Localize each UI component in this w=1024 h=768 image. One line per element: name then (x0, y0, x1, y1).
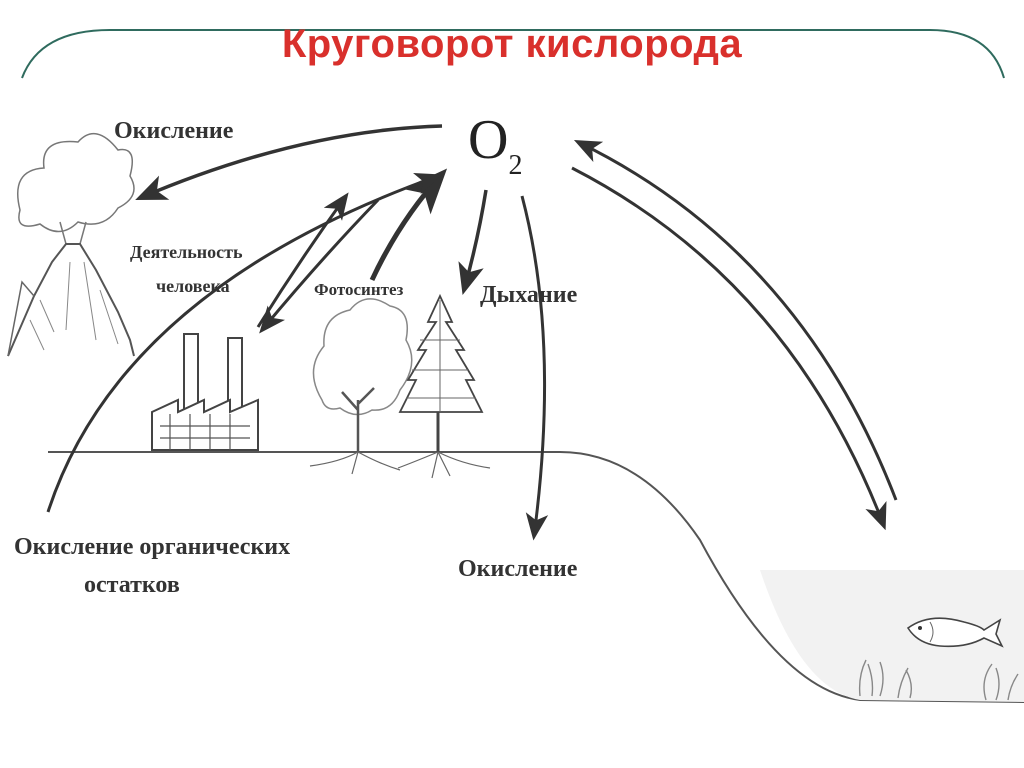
fish-icon (906, 617, 1004, 648)
arrow-human-activity-up (256, 192, 349, 328)
water-body (760, 570, 1024, 702)
oxygen-formula: O2 (468, 108, 523, 182)
volcano-icon (7, 133, 135, 357)
page-title: Круговорот кислорода (281, 22, 743, 66)
label-photosynthesis: Фотосинтез (314, 280, 404, 299)
ground-line (48, 451, 1024, 703)
oxygen-symbol: O (468, 109, 509, 171)
label-organic-oxidation-line2: остатков (84, 572, 180, 598)
arrow-photosynthesis (369, 168, 448, 282)
deciduous-tree-icon (309, 298, 413, 475)
arrow-water-up (573, 140, 898, 501)
oxygen-subscript: 2 (508, 150, 523, 182)
label-respiration: Дыхание (480, 282, 578, 308)
label-oxidation-top: Окисление (114, 118, 234, 144)
factory-icon (151, 333, 259, 451)
arrow-oxidation-top (135, 124, 443, 201)
spruce-tree-icon (397, 293, 491, 479)
label-oxidation-bottom: Окисление (458, 556, 578, 582)
label-human-activity-line1: Деятельность (130, 242, 243, 262)
water-plants-icon (858, 659, 1019, 701)
arrow-oxidation-bottom (520, 195, 549, 541)
arrow-respiration (458, 189, 488, 296)
arrow-water-down (571, 166, 887, 531)
label-human-activity-line2: человека (156, 276, 230, 296)
arrow-human-activity-down (259, 198, 380, 334)
label-organic-oxidation-line1: Окисление органических (14, 534, 291, 560)
arrow-organic-oxidation (46, 173, 443, 513)
